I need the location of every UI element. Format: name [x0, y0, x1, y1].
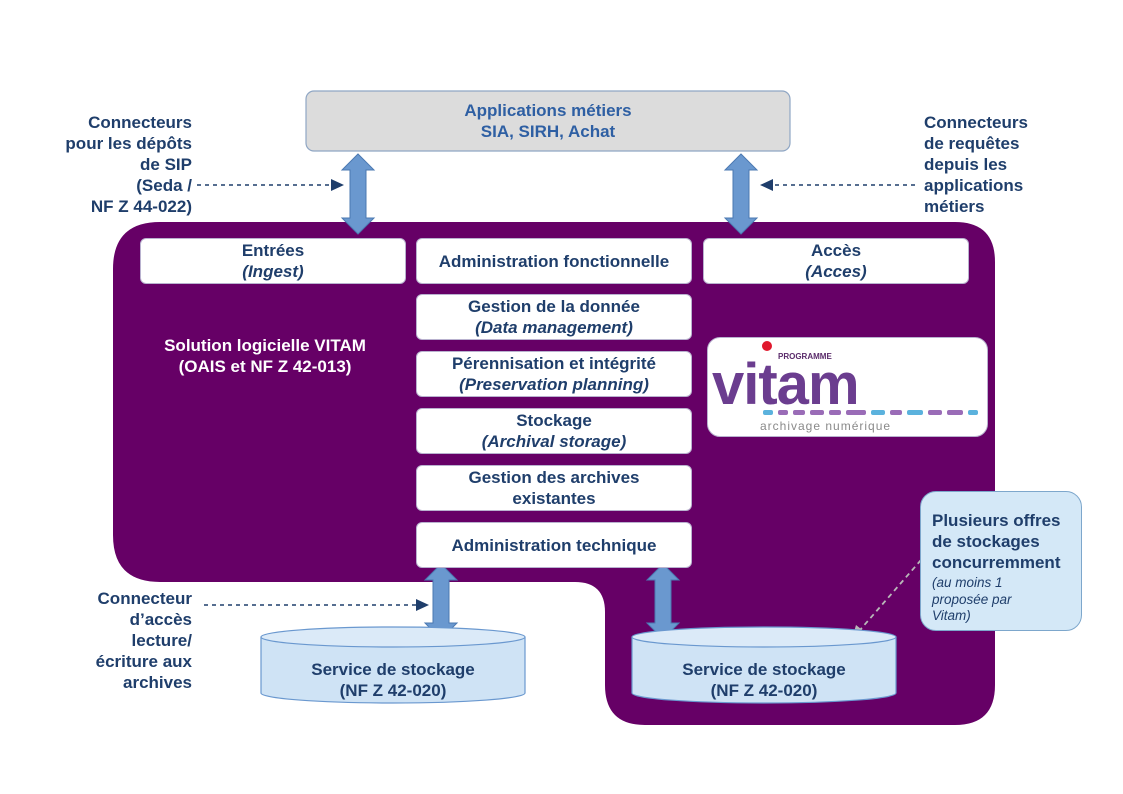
storage-right-label: Service de stockage (NF Z 42-020): [632, 659, 896, 701]
label-line: Connecteurs: [924, 113, 1028, 132]
perennisation-title: Pérennisation et intégrité: [451, 354, 657, 373]
label-connecteur-acces: Connecteur d’accès lecture/ écriture aux…: [60, 588, 192, 693]
label-line: applications: [924, 176, 1024, 195]
box-acces: Accès (Acces): [703, 238, 969, 284]
storage-left-label: Service de stockage (NF Z 42-020): [261, 659, 525, 701]
stockage-subtitle: (Archival storage): [481, 432, 627, 451]
logo-red-dot: [762, 341, 772, 351]
storage-cylinder-left: [260, 626, 526, 704]
applications-metiers: Applications métiers SIA, SIRH, Achat: [306, 91, 790, 151]
dashed-connector-access: [760, 179, 915, 191]
storage-left-title: Service de stockage: [311, 660, 475, 679]
callout-title-line: concurremment: [932, 553, 1061, 572]
callout-title: Plusieurs offres de stockages concurremm…: [932, 510, 1075, 573]
logo-dash-line: [763, 410, 978, 415]
solution-line1: Solution logicielle VITAM: [164, 336, 366, 355]
logo-programme: PROGRAMME: [778, 352, 832, 361]
label-line: depuis les: [924, 155, 1008, 174]
label-line: Connecteur: [97, 589, 192, 608]
double-arrow-access: [723, 153, 759, 235]
label-line: pour les dépôts: [65, 134, 192, 153]
entrees-title: Entrées: [241, 241, 305, 260]
label-line: NF Z 44-022): [90, 197, 192, 216]
stockage-title: Stockage: [516, 411, 592, 430]
label-line: archives: [123, 673, 192, 692]
gestion-donnee-subtitle: (Data management): [475, 318, 633, 337]
label-line: de requêtes: [924, 134, 1020, 153]
logo-wordmark: vitam: [712, 352, 859, 417]
solution-label: Solution logicielle VITAM (OAIS et NF Z …: [120, 335, 410, 377]
logo-tagline: archivage numérique: [760, 419, 891, 433]
label-line: écriture aux: [95, 652, 192, 671]
box-admin-fonctionnelle: Administration fonctionnelle: [416, 238, 692, 284]
dashed-connector-storage: [204, 599, 429, 611]
label-connecteurs-requetes: Connecteurs de requêtes depuis les appli…: [924, 112, 1074, 217]
callout-title-line: Plusieurs offres: [932, 511, 1061, 530]
admin-technique-label: Administration technique: [451, 535, 657, 555]
applications-subtitle: SIA, SIRH, Achat: [480, 122, 616, 141]
label-line: (Seda /: [136, 176, 192, 195]
box-admin-technique: Administration technique: [416, 522, 692, 568]
perennisation-subtitle: (Preservation planning): [459, 375, 649, 394]
box-gestion-archives: Gestion des archives existantes: [416, 465, 692, 511]
box-gestion-donnee: Gestion de la donnée (Data management): [416, 294, 692, 340]
storage-right-title: Service de stockage: [682, 660, 846, 679]
callout-title-line: de stockages: [932, 532, 1040, 551]
applications-title: Applications métiers: [464, 101, 632, 120]
box-stockage: Stockage (Archival storage): [416, 408, 692, 454]
solution-line2: (OAIS et NF Z 42-013): [178, 357, 352, 376]
applications-box: [305, 90, 791, 152]
acces-subtitle: (Acces): [805, 262, 867, 281]
label-line: métiers: [924, 197, 985, 216]
callout-note-line: Vitam): [932, 608, 971, 623]
storage-cylinder-right: [631, 626, 897, 704]
label-connecteurs-depots: Connecteurs pour les dépôts de SIP (Seda…: [40, 112, 192, 217]
admin-fonctionnelle-label: Administration fonctionnelle: [438, 251, 670, 271]
vitam-logo-graphic: PROGRAMME vitam archivage numérique: [712, 341, 978, 433]
gestion-archives-line1: Gestion des archives: [468, 468, 640, 487]
callout-note: (au moins 1 proposée par Vitam): [932, 575, 1075, 625]
box-perennisation: Pérennisation et intégrité (Preservation…: [416, 351, 692, 397]
vitam-logo: PROGRAMME vitam archivage numérique: [707, 337, 988, 437]
box-entrees: Entrées (Ingest): [140, 238, 406, 284]
storage-left-subtitle: (NF Z 42-020): [339, 681, 447, 700]
label-line: d’accès: [129, 610, 192, 629]
storage-right-subtitle: (NF Z 42-020): [710, 681, 818, 700]
gestion-archives-line2: existantes: [512, 489, 596, 508]
callout-plusieurs-offres: Plusieurs offres de stockages concurremm…: [920, 491, 1082, 631]
label-line: lecture/: [131, 631, 192, 650]
label-line: de SIP: [140, 155, 192, 174]
entrees-subtitle: (Ingest): [242, 262, 304, 281]
acces-title: Accès: [810, 241, 862, 260]
callout-note-line: proposée par: [932, 591, 1012, 607]
double-arrow-ingest: [340, 153, 376, 235]
gestion-donnee-title: Gestion de la donnée: [468, 297, 640, 316]
callout-note-line: (au moins 1: [932, 575, 1003, 590]
label-line: Connecteurs: [88, 113, 192, 132]
dashed-connector-ingest: [197, 179, 344, 191]
